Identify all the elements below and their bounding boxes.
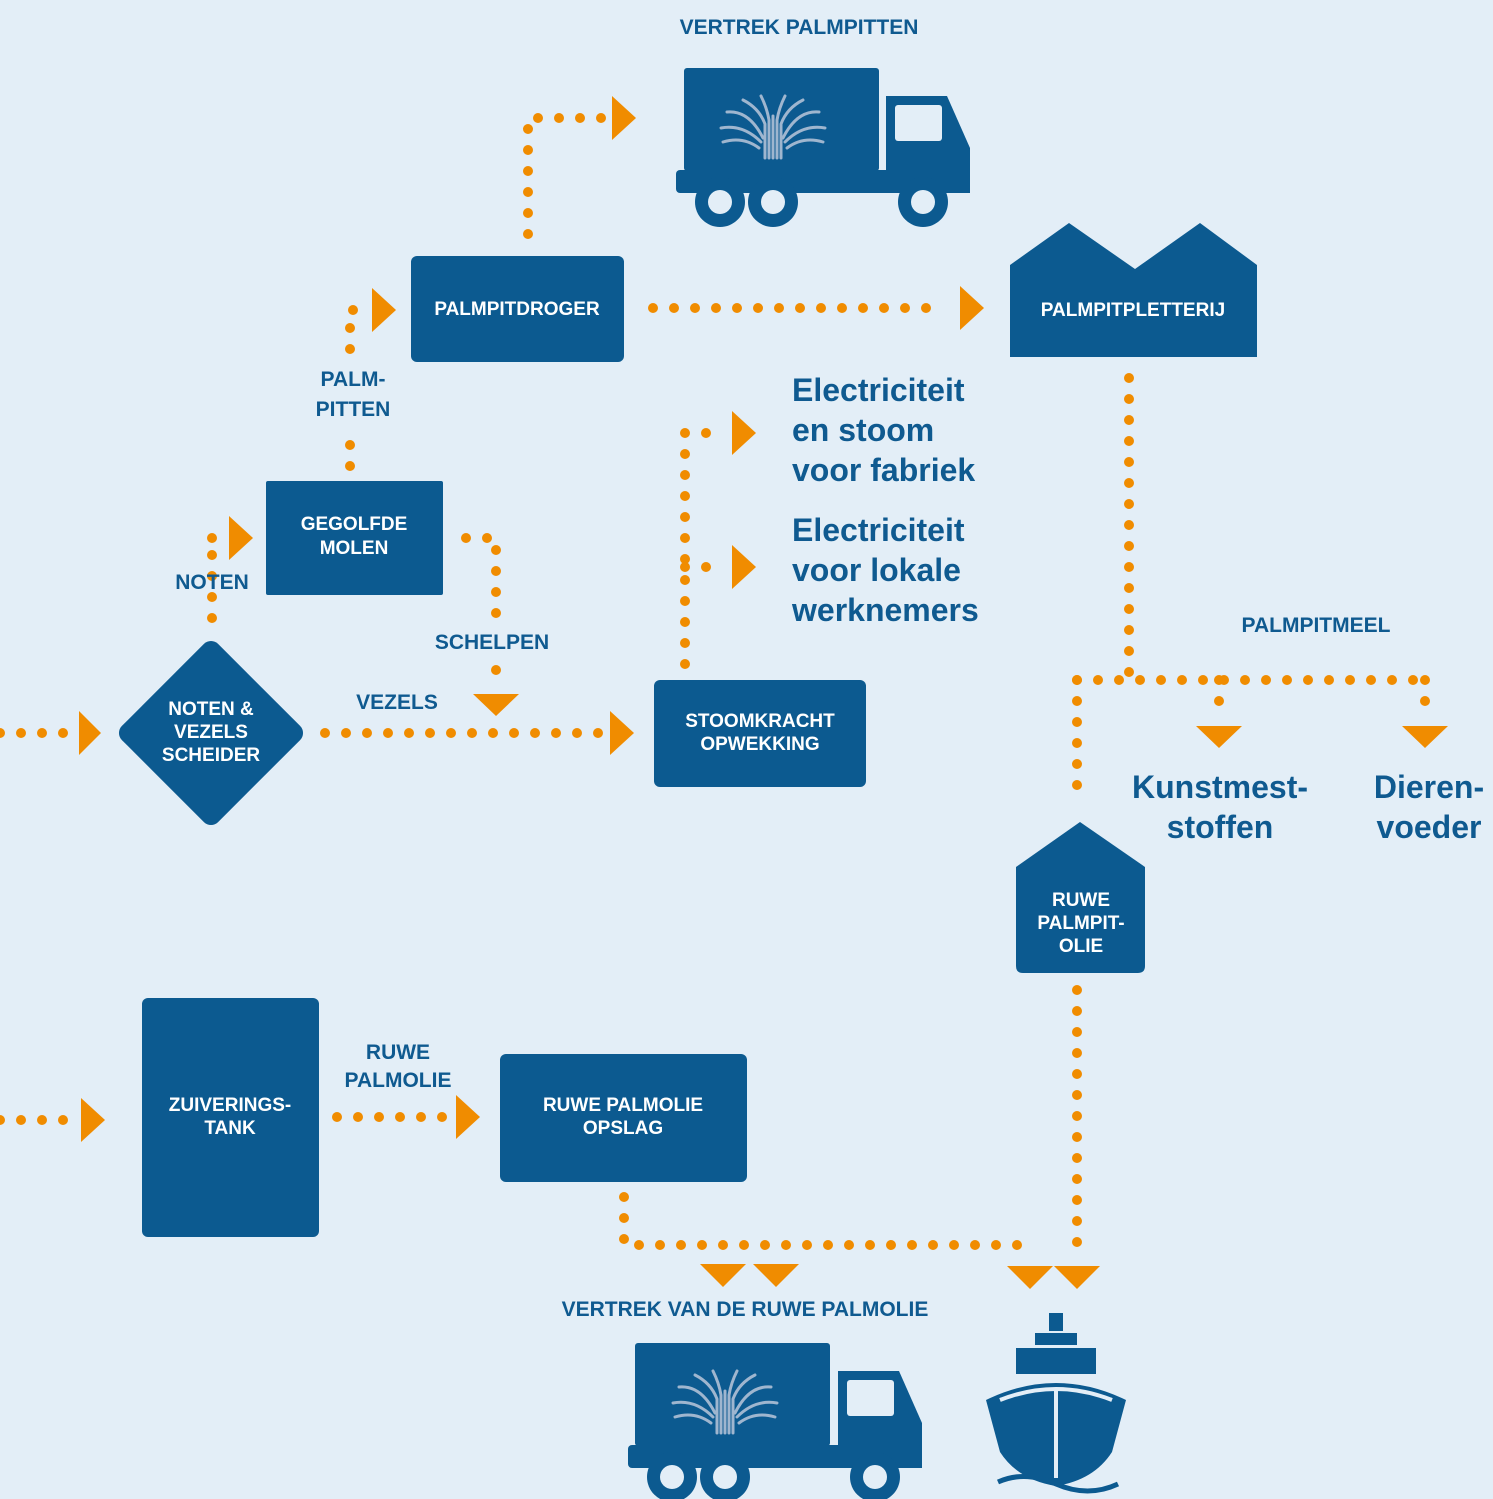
node-palmpitpletterij[interactable]: PALMPITPLETTERIJ — [1010, 223, 1257, 357]
arrow-right-pletterij — [960, 286, 984, 330]
palmpitpletterij-label: PALMPITPLETTERIJ — [1041, 300, 1225, 321]
arrow-down-schelpen — [473, 694, 519, 716]
arrow-down-ship-2 — [1054, 1266, 1100, 1289]
label-palmpitten-2: PITTEN — [316, 398, 391, 421]
ship-icon — [986, 1313, 1126, 1494]
node-ruwe-palmolie-opslag[interactable]: RUWE PALMOLIE OPSLAG — [500, 1054, 747, 1182]
label-palmpitten-1: PALM- — [321, 368, 386, 391]
output-electric-fabriek-2: en stoom — [792, 412, 934, 448]
arrow-right-electric-2 — [732, 545, 756, 589]
arrow-right-molen — [229, 516, 253, 560]
arrow-down-vertrek-2 — [753, 1264, 799, 1287]
flow-palmpitten — [345, 305, 365, 471]
output-dierenvoeder-1: Dieren- — [1374, 769, 1484, 805]
arrow-right-stoomkracht — [610, 711, 634, 755]
label-vertrek-ruwe-palmolie: VERTREK VAN DE RUWE PALMOLIE — [562, 1298, 929, 1321]
node-ruwe-palmpitolie[interactable]: RUWE PALMPIT- OLIE — [1016, 822, 1145, 973]
flow-noten — [207, 533, 223, 623]
label-vertrek-palmpitten: VERTREK PALMPITTEN — [680, 16, 919, 39]
truck-icon-bottom — [628, 1343, 922, 1499]
output-electric-fabriek-1: Electriciteit — [792, 372, 965, 408]
stoomkracht-label-2: OPWEKKING — [700, 734, 819, 755]
scheider-label-1: NOTEN & — [168, 699, 254, 720]
label-vezels: VEZELS — [356, 691, 438, 714]
arrow-right-opslag — [456, 1095, 480, 1139]
label-schelpen: SCHELPEN — [435, 631, 549, 654]
palmpitdroger-label: PALMPITDROGER — [434, 299, 600, 320]
label-noten: NOTEN — [175, 571, 249, 594]
output-electric-fabriek-3: voor fabriek — [792, 452, 975, 488]
palmpitolie-label-3: OLIE — [1059, 936, 1103, 957]
node-stoomkracht-opwekking[interactable]: STOOMKRACHT OPWEKKING — [654, 680, 866, 787]
molen-label-2: MOLEN — [320, 538, 389, 559]
arrow-right-scheider — [79, 711, 101, 755]
arrow-down-ship-1 — [1007, 1266, 1053, 1289]
node-palmpitdroger[interactable]: PALMPITDROGER — [411, 256, 624, 362]
flow-schelpen — [461, 533, 501, 619]
flow-to-truck-top — [523, 113, 610, 239]
scheider-label-3: SCHEIDER — [162, 745, 260, 766]
output-electric-werknemers-3: werknemers — [791, 592, 979, 628]
arrowheads — [79, 96, 1448, 1289]
node-noten-vezels-scheider[interactable]: NOTEN & VEZELS SCHEIDER — [115, 637, 307, 829]
scheider-label-2: VEZELS — [174, 722, 248, 743]
zuiveringstank-label-2: TANK — [204, 1118, 256, 1139]
output-kunstmest-1: Kunstmest- — [1132, 769, 1308, 805]
arrow-right-droger — [372, 288, 396, 332]
flow-opslag-vertrek — [619, 1192, 1035, 1250]
truck-icon-top — [676, 68, 970, 227]
palmpitolie-label-1: RUWE — [1052, 890, 1110, 911]
zuiveringstank-label-1: ZUIVERINGS- — [169, 1095, 291, 1116]
stoomkracht-label-1: STOOMKRACHT — [685, 711, 835, 732]
output-dierenvoeder-2: voeder — [1377, 809, 1482, 845]
output-electric-werknemers-2: voor lokale — [792, 552, 961, 588]
arrow-down-vertrek-1 — [700, 1264, 746, 1287]
arrow-right-tank — [81, 1098, 105, 1142]
arrow-right-truck — [612, 96, 636, 140]
label-palmpitmeel: PALMPITMEEL — [1242, 614, 1391, 637]
label-ruwe-palmolie-2: PALMOLIE — [345, 1069, 452, 1092]
node-zuiveringstank[interactable]: ZUIVERINGS- TANK — [142, 998, 319, 1237]
flow-electricity — [680, 428, 727, 669]
molen-label-1: GEGOLFDE — [301, 514, 408, 535]
output-electric-werknemers-1: Electriciteit — [792, 512, 965, 548]
arrow-down-kunstmest — [1196, 726, 1242, 748]
arrow-down-dierenvoeder — [1402, 726, 1448, 748]
opslag-label-1: RUWE PALMOLIE — [543, 1095, 703, 1116]
label-ruwe-palmolie-1: RUWE — [366, 1041, 430, 1064]
flow-lines — [0, 113, 1430, 1260]
node-gegolfde-molen[interactable]: GEGOLFDE MOLEN — [266, 481, 443, 595]
output-kunstmest-2: stoffen — [1167, 809, 1274, 845]
palmpitolie-label-2: PALMPIT- — [1037, 913, 1124, 934]
opslag-label-2: OPSLAG — [583, 1118, 663, 1139]
arrow-right-electric-1 — [732, 411, 756, 455]
